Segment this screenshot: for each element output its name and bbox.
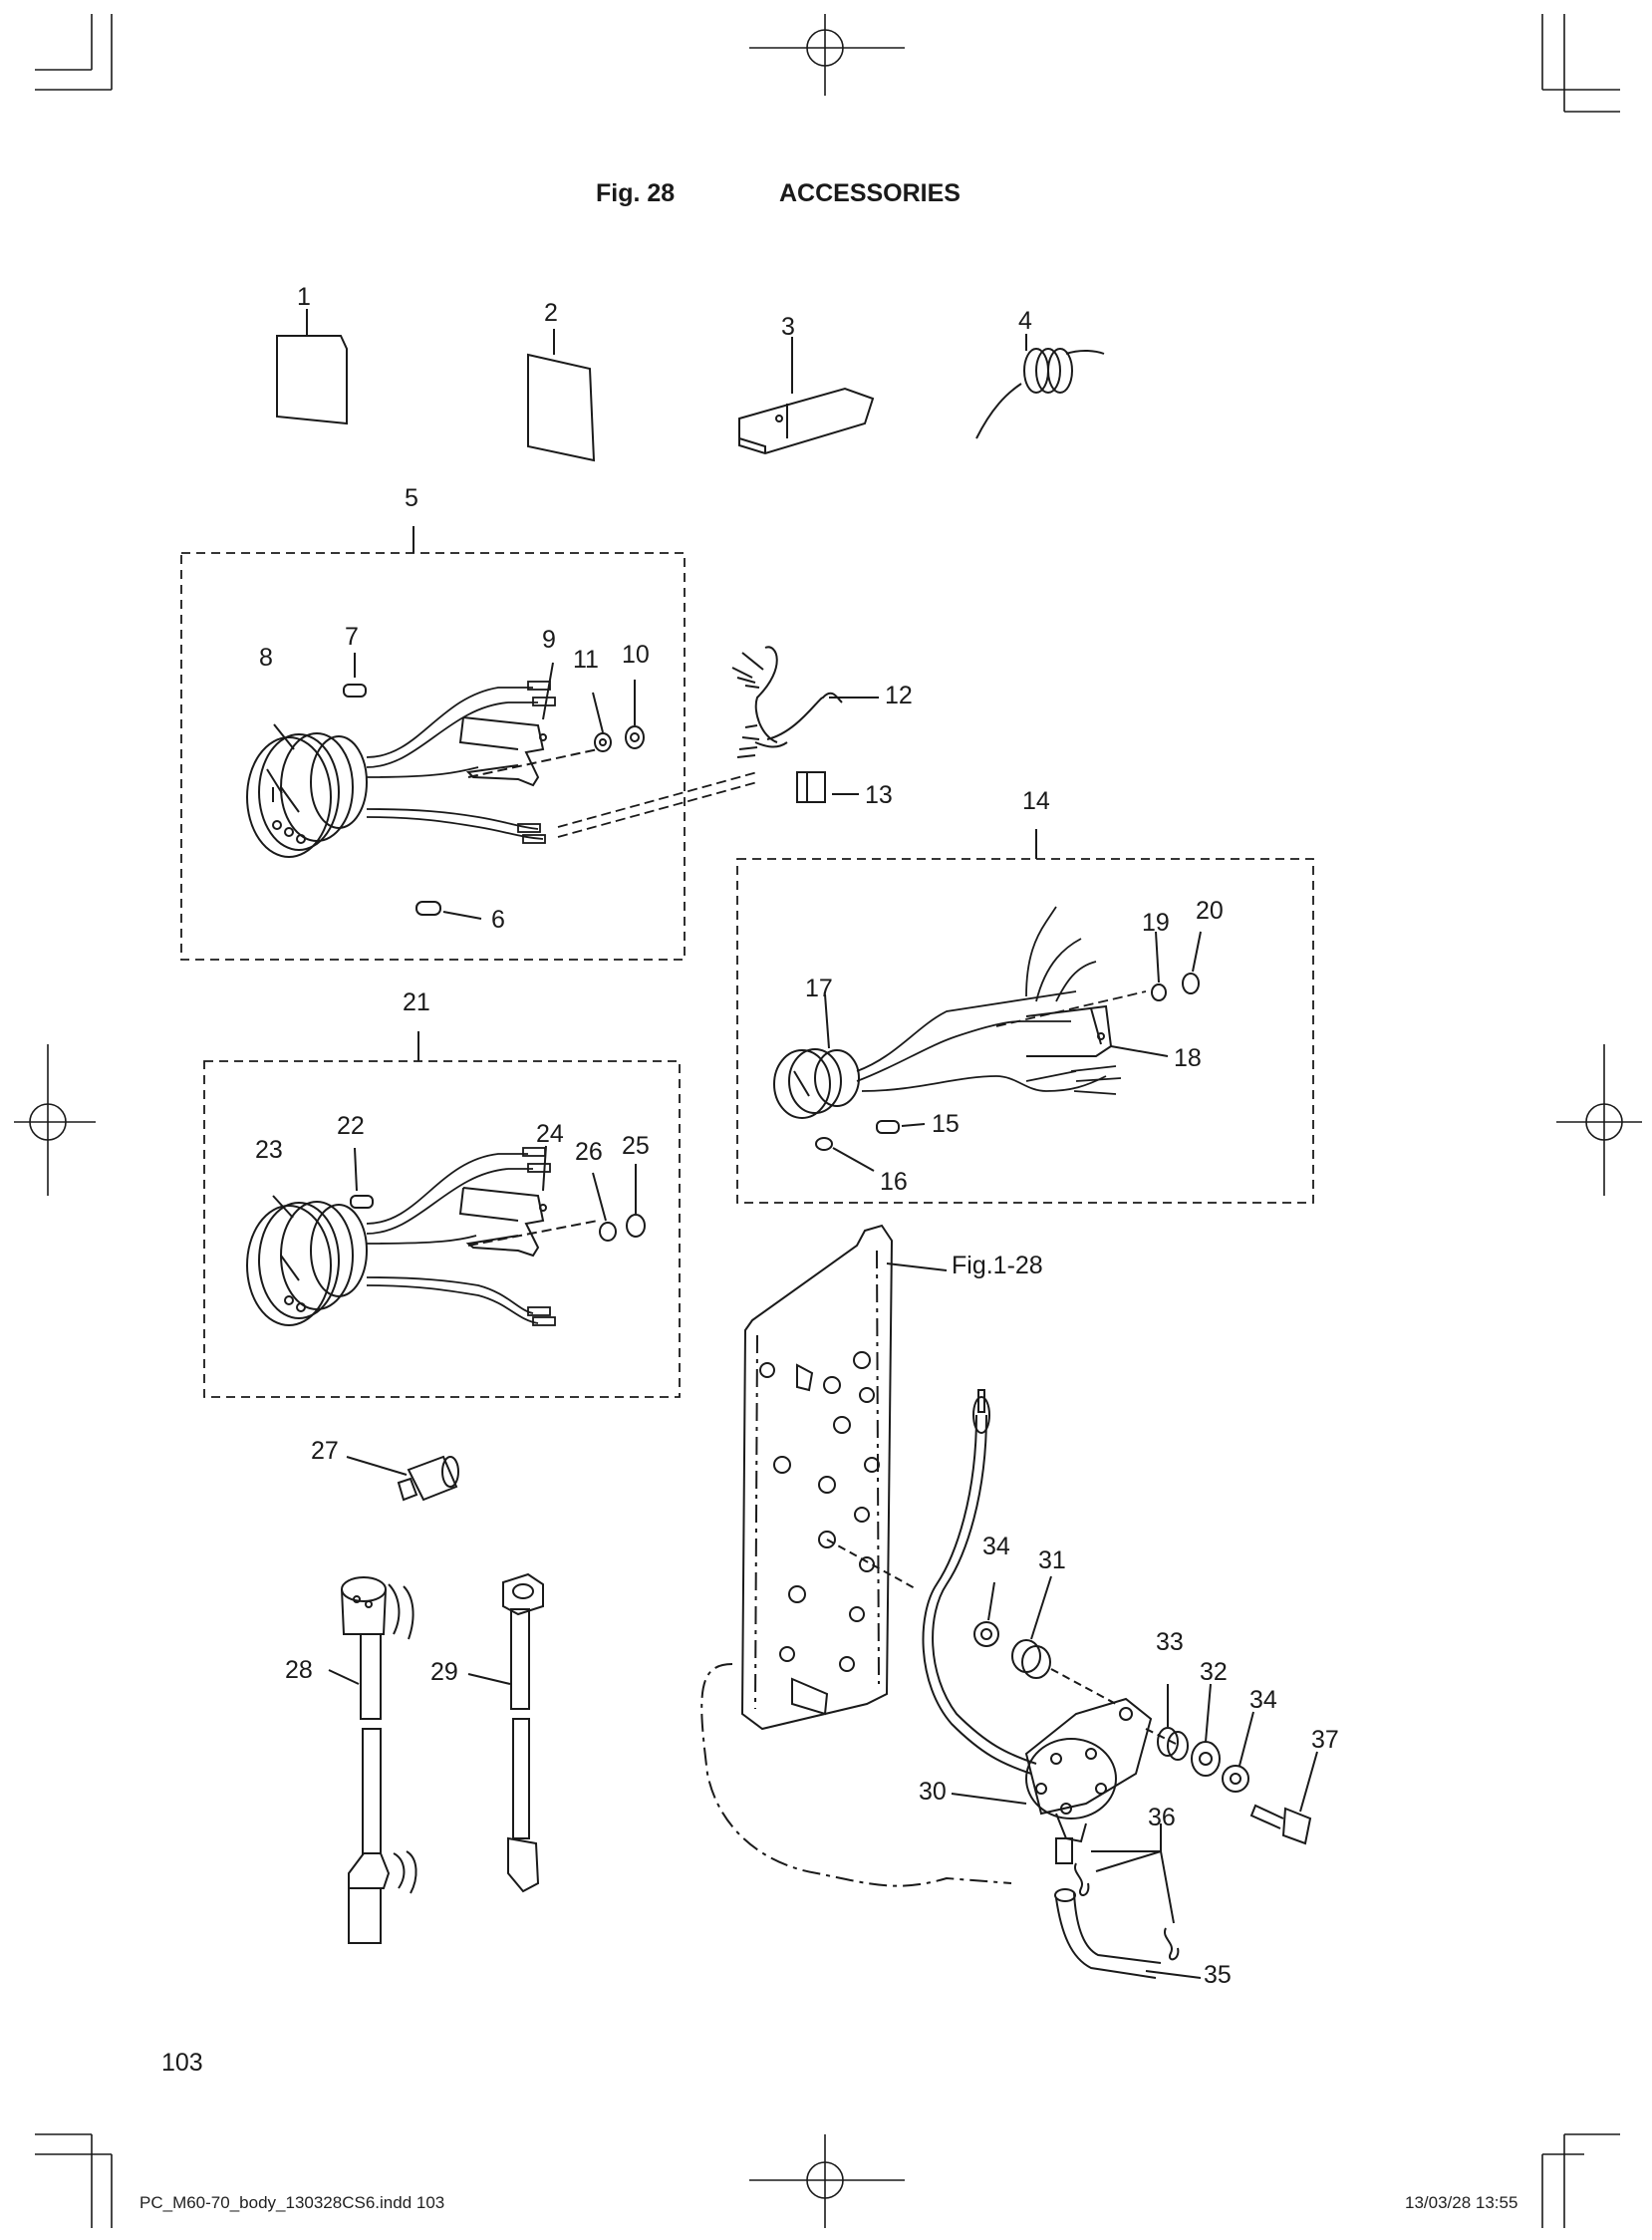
callout-7: 7 xyxy=(345,623,359,651)
file-name-slug: PC_M60-70_body_130328CS6.indd 103 xyxy=(139,2193,445,2212)
part-8-tachometer xyxy=(246,723,368,858)
callout-29: 29 xyxy=(430,1658,458,1686)
callout-33: 33 xyxy=(1156,1628,1184,1656)
page-number: 103 xyxy=(161,2049,203,2077)
part-1-sheet xyxy=(276,309,348,425)
tach-variant-wires xyxy=(366,1147,556,1326)
part-17-trim-meter xyxy=(773,993,860,1119)
part-27-plug xyxy=(346,1455,459,1502)
part-34-washer-upper xyxy=(973,1581,999,1647)
page-title: ACCESSORIES xyxy=(779,179,961,207)
part-23-tachometer xyxy=(246,1195,368,1326)
part-7-bulb xyxy=(343,653,367,698)
part-22-bulb xyxy=(350,1147,374,1209)
part-9-bracket xyxy=(458,662,599,787)
callout-34-lower: 34 xyxy=(1249,1686,1277,1714)
callout-24: 24 xyxy=(536,1120,564,1148)
callout-23: 23 xyxy=(255,1136,283,1164)
part-29-cable xyxy=(467,1572,544,1893)
part-15-bulb xyxy=(876,1120,926,1134)
part-37-bolt xyxy=(1249,1751,1318,1845)
registration-marks xyxy=(14,14,1642,2228)
part-26-washer xyxy=(592,1172,617,1242)
timestamp-slug: 13/03/28 13:55 xyxy=(1405,2193,1518,2212)
callout-21: 21 xyxy=(403,988,430,1016)
figure-number: Fig. 28 xyxy=(596,179,676,207)
callout-28: 28 xyxy=(285,1656,313,1684)
part-35-hose xyxy=(1054,1888,1202,1979)
part-28-cable xyxy=(328,1576,417,1944)
part-20-nut xyxy=(1182,931,1202,994)
part-19-washer xyxy=(1151,931,1167,1001)
callout-30: 30 xyxy=(919,1778,947,1806)
callout-8: 8 xyxy=(259,644,273,672)
callout-26: 26 xyxy=(575,1138,603,1166)
callout-3: 3 xyxy=(781,313,795,341)
part-11-washer xyxy=(592,692,612,752)
part-4-stop-cord xyxy=(975,334,1105,439)
part-18-bracket xyxy=(1025,1004,1169,1057)
part-2-sheet xyxy=(527,329,596,462)
reference-fig-1-28: Fig.1-28 xyxy=(952,1252,1043,1279)
crop-marks xyxy=(35,14,1620,2228)
part-34-washer-lower xyxy=(1222,1711,1254,1793)
part-32-grommet xyxy=(1191,1683,1221,1777)
callout-27: 27 xyxy=(311,1437,339,1465)
part-25-nut xyxy=(626,1164,646,1238)
fuel-pump-hose xyxy=(922,1389,1037,1775)
callout-13: 13 xyxy=(865,781,893,809)
callout-5: 5 xyxy=(405,484,418,512)
callout-31: 31 xyxy=(1038,1546,1066,1574)
callout-36: 36 xyxy=(1148,1804,1176,1831)
tach-wires xyxy=(366,681,758,844)
callout-1: 1 xyxy=(297,283,311,311)
part-30-fuel-pump xyxy=(951,1697,1177,1864)
part-31-grommet xyxy=(1011,1575,1117,1705)
callout-25: 25 xyxy=(622,1132,650,1160)
callout-34-upper: 34 xyxy=(982,1533,1010,1560)
callout-14: 14 xyxy=(1022,787,1050,815)
group-box-21 xyxy=(203,1060,681,1398)
callout-16: 16 xyxy=(880,1168,908,1196)
callout-22: 22 xyxy=(337,1112,365,1140)
part-3-tool-bag xyxy=(738,337,875,455)
callout-2: 2 xyxy=(544,299,558,327)
part-16-cap xyxy=(815,1137,875,1172)
callout-32: 32 xyxy=(1200,1658,1228,1686)
callout-10: 10 xyxy=(622,641,650,669)
callout-20: 20 xyxy=(1196,897,1224,925)
callout-4: 4 xyxy=(1018,307,1032,335)
part-24-bracket xyxy=(458,1145,599,1258)
callout-12: 12 xyxy=(885,682,913,709)
callout-17: 17 xyxy=(805,975,833,1002)
part-13-connector xyxy=(796,771,859,803)
callout-37: 37 xyxy=(1311,1726,1339,1754)
callout-19: 19 xyxy=(1142,909,1170,937)
callout-9: 9 xyxy=(542,626,556,654)
group-box-5 xyxy=(180,552,686,961)
callout-35: 35 xyxy=(1204,1961,1232,1989)
part-10-nut xyxy=(625,680,645,749)
group-leaders xyxy=(413,526,1037,1061)
part-36-clips xyxy=(1073,1823,1180,1961)
part-6-bulb xyxy=(415,901,482,920)
callout-11: 11 xyxy=(573,646,599,674)
callout-6: 6 xyxy=(491,906,505,934)
callout-18: 18 xyxy=(1174,1044,1202,1072)
part-33-collar xyxy=(1157,1684,1189,1761)
group-boxes xyxy=(180,552,1314,1398)
group-box-14 xyxy=(736,858,1314,1204)
trim-meter-wires xyxy=(856,906,1147,1095)
reference-plate xyxy=(700,1224,1012,1887)
part-12-harness xyxy=(731,646,879,758)
callout-15: 15 xyxy=(932,1110,960,1138)
